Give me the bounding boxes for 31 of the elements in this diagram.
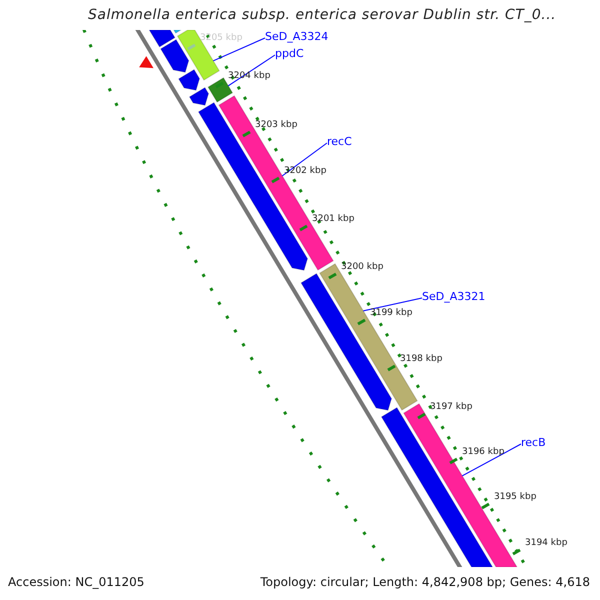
- footer-text: Topology: circular; Length: 4,842,908 bp; Genes: 4,618: [260, 575, 590, 589]
- gene-bar: [172, 30, 183, 34]
- gene-bar: [403, 403, 518, 567]
- gene-bar: [148, 30, 176, 48]
- gene-bar: [198, 102, 308, 271]
- gene-label: SeD_A3321: [422, 290, 486, 304]
- coordinate-label: 3199 kbp: [370, 307, 412, 320]
- gene-label: ppdC: [275, 47, 304, 61]
- gene-label: recB: [521, 436, 546, 450]
- coordinate-label: 3198 kbp: [400, 353, 442, 366]
- leader-line: [282, 142, 328, 176]
- leader-line: [212, 38, 266, 62]
- gene-bar: [188, 86, 210, 106]
- gene-bar: [178, 68, 200, 91]
- gene-bar: [300, 272, 392, 411]
- map-title: Salmonella enterica subsp. enterica serovar Dublin str. CT_0...: [88, 8, 556, 22]
- coordinate-label: 3195 kbp: [494, 491, 536, 504]
- coordinate-label: 3203 kbp: [255, 119, 298, 132]
- leader-line: [362, 298, 422, 312]
- footer-text: Accession: NC_011205: [8, 575, 144, 589]
- coordinate-label: 3196 kbp: [462, 446, 504, 459]
- gene-label: recC: [327, 135, 352, 149]
- coordinate-label: 3201 kbp: [312, 213, 354, 226]
- gene-bar: [176, 30, 220, 81]
- gene-label: SeD_A3324: [265, 30, 328, 44]
- gene-marker: [139, 56, 154, 68]
- leader-line: [228, 54, 276, 86]
- coordinate-label: 3197 kbp: [430, 401, 472, 414]
- coordinate-label: 3200 kbp: [341, 261, 384, 274]
- coordinate-label: 3194 kbp: [525, 537, 568, 550]
- leader-line: [462, 444, 522, 476]
